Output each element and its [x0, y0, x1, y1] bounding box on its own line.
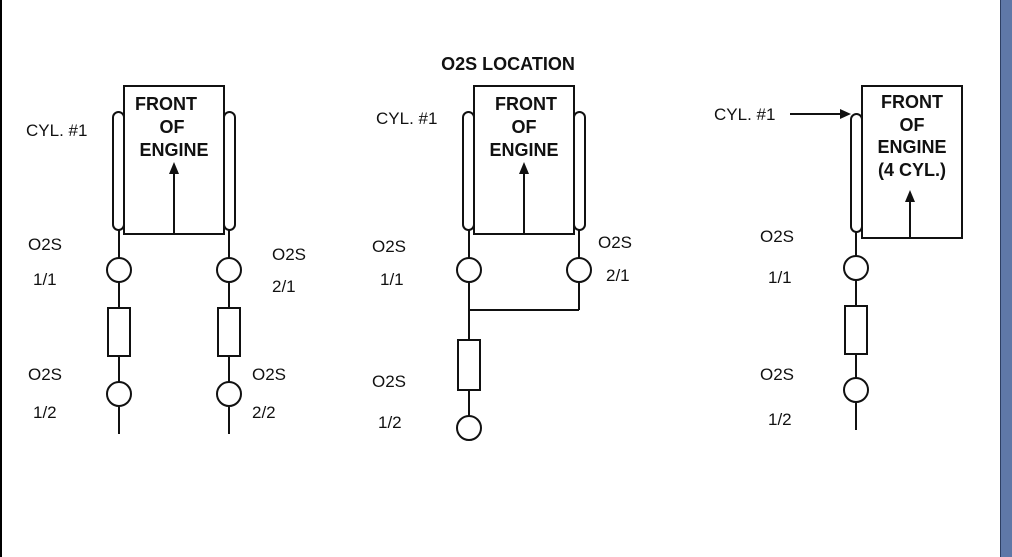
- sensor-label-id: 2/2: [252, 403, 276, 422]
- box-line-4cyl: (4 CYL.): [878, 160, 946, 180]
- box-line-front: FRONT: [495, 94, 557, 114]
- sensor-label-id: 1/2: [768, 410, 792, 429]
- o2s-1-2-sensor: [456, 415, 482, 441]
- sensor-label-name: O2S: [28, 235, 62, 254]
- box-line-of: OF: [512, 117, 537, 137]
- cylinder-bank: [850, 113, 863, 233]
- box-line-of: OF: [900, 115, 925, 135]
- o2s-2-1-sensor: [566, 257, 592, 283]
- sensor-label-name: O2S: [252, 365, 286, 384]
- o2s-2-2-sensor: [216, 381, 242, 407]
- diagram-title: O2S LOCATION: [441, 54, 575, 74]
- sensor-label-name: O2S: [372, 372, 406, 391]
- front-arrow-head: [519, 162, 529, 174]
- sensor-label-id: 1/1: [380, 270, 404, 289]
- box-line-engine: ENGINE: [489, 140, 558, 160]
- box-line-front: FRONT: [135, 94, 197, 114]
- sensor-label-name: O2S: [272, 245, 306, 264]
- window-scrollbar[interactable]: [1000, 0, 1012, 557]
- sensor-label-id: 1/1: [768, 268, 792, 287]
- o2s-1-1-sensor: [843, 255, 869, 281]
- box-line-of: OF: [160, 117, 185, 137]
- cylinder-1-label: CYL. #1: [376, 109, 437, 128]
- sensor-label-id: 1/1: [33, 270, 57, 289]
- cylinder-bank-2: [573, 111, 586, 231]
- sensor-label-name: O2S: [28, 365, 62, 384]
- sensor-label-id: 2/1: [606, 266, 630, 285]
- diagram-4cyl-engine: FRONT OF ENGINE (4 CYL.) CYL. #1 O2S 1/1…: [714, 85, 963, 430]
- sensor-label-id: 1/2: [378, 413, 402, 432]
- cylinder-bank-2: [223, 111, 236, 231]
- o2s-1-2-sensor: [106, 381, 132, 407]
- sensor-label-name: O2S: [598, 233, 632, 252]
- sensor-label-name: O2S: [760, 227, 794, 246]
- sensor-label-id: 1/2: [33, 403, 57, 422]
- sensor-label-name: O2S: [760, 365, 794, 384]
- sensor-label-name: O2S: [372, 237, 406, 256]
- cylinder-1-label: CYL. #1: [26, 121, 87, 140]
- front-arrow-head: [905, 190, 915, 202]
- o2s-1-1-sensor: [106, 257, 132, 283]
- o2s-2-1-sensor: [216, 257, 242, 283]
- box-line-engine: ENGINE: [139, 140, 208, 160]
- catalytic-converter: [844, 305, 868, 355]
- cylinder-1-label: CYL. #1: [714, 105, 775, 124]
- box-line-engine: ENGINE: [877, 137, 946, 157]
- cylinder-bank-1: [462, 111, 475, 231]
- diagram-v-engine-merged: FRONT OF ENGINE CYL. #1 O2S 1/1 O2S 2/1 …: [372, 85, 632, 441]
- diagram-v-engine-dual: FRONT OF ENGINE CYL. #1 O2S 1/1 O2S 2/1 …: [26, 85, 306, 434]
- cylinder-1-arrow-head: [840, 109, 851, 119]
- catalytic-converter-2: [217, 307, 241, 357]
- box-line-front: FRONT: [881, 92, 943, 112]
- catalytic-converter-1: [107, 307, 131, 357]
- o2s-1-1-sensor: [456, 257, 482, 283]
- cylinder-bank-1: [112, 111, 125, 231]
- sensor-label-id: 2/1: [272, 277, 296, 296]
- catalytic-converter: [457, 339, 481, 391]
- front-arrow-head: [169, 162, 179, 174]
- o2s-1-2-sensor: [843, 377, 869, 403]
